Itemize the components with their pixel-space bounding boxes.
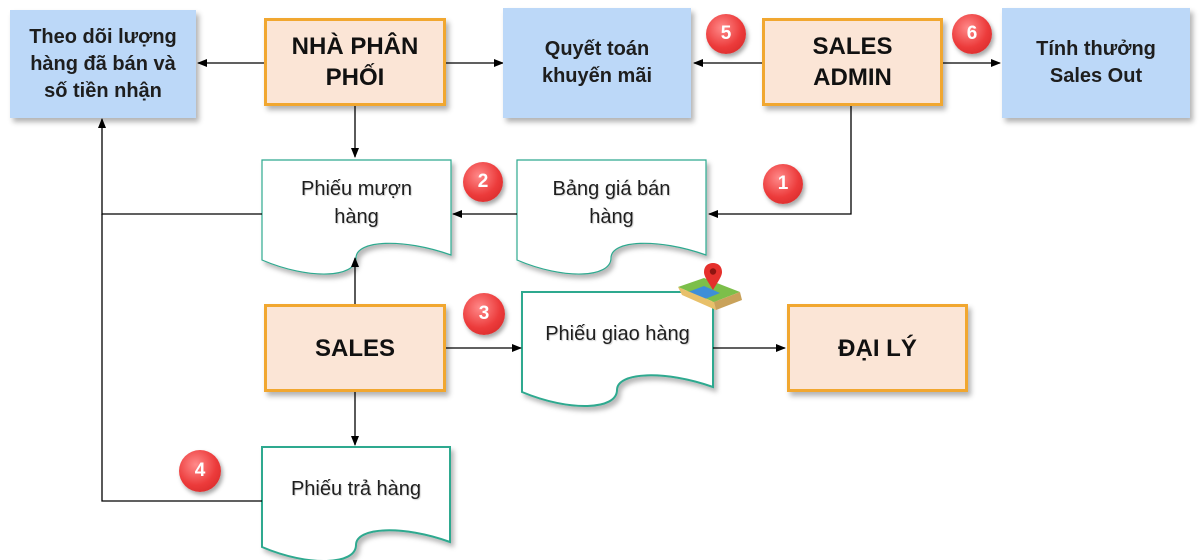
step-badge-6: 6 [952,14,992,54]
box-theo-doi-hang-ban: Theo dõi lượng hàng đã bán và số tiền nh… [10,10,196,118]
box-sales-admin: SALES ADMIN [762,18,943,106]
doc-label-bang-gia-ban-hang: Bảng giá bán hàng [552,178,671,228]
step-badge-5: 5 [706,14,746,54]
step-badge-4: 4 [179,450,221,492]
arrow-sales-admin-to-bang-gia [708,106,852,218]
doc-label-phieu-tra-hang: Phiếu trả hàng [290,478,422,500]
box-tinh-thuong-sales-out: Tính thưởng Sales Out [1002,8,1190,118]
doc-label-phieu-giao-hang: Phiếu giao hàng [545,323,690,345]
doc-phieu-tra-hang [261,446,451,560]
box-quyet-toan-khuyen-mai: Quyết toán khuyến mãi [503,8,691,118]
step-badge-1: 1 [763,164,803,204]
arrow-phieu-muon-to-theo-doi [98,118,262,215]
doc-phieu-giao-hang [521,291,714,408]
box-dai-ly: ĐẠI LÝ [787,304,968,392]
doc-label-phieu-muon-hang: Phiếu mượn hàng [301,178,412,228]
connector-phieu-tra-to-theo-doi [101,214,262,502]
step-badge-3: 3 [463,293,505,335]
doc-bang-gia-ban-hang [516,159,707,275]
step-badge-2: 2 [463,162,503,202]
box-nha-phan-phoi: NHÀ PHÂN PHỐI [264,18,446,106]
map-pin-icon [678,263,742,310]
box-sales: SALES [264,304,446,392]
